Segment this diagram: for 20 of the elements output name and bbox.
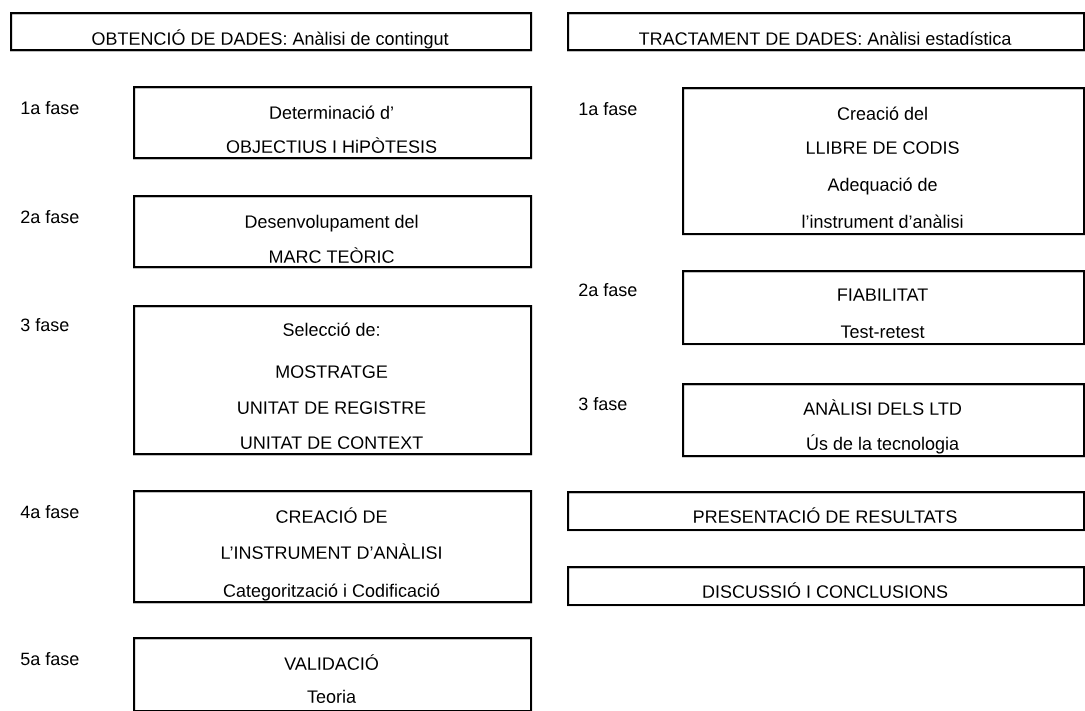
process-box: CREACIÓ DE L’INSTRUMENT D’ANÀLISI Categorització i Codificació: [133, 490, 533, 604]
process-box: DISCUSSIÓ I CONCLUSIONS: [567, 566, 1085, 607]
process-box: OBTENCIÓ DE DADES: Anàlisi de contingut: [10, 12, 533, 52]
phase-label: 1a fase: [21, 101, 79, 115]
process-box: Determinació d’ OBJECTIUS I HiPÒTESIS: [133, 86, 533, 160]
process-box: TRACTAMENT DE DADES: Anàlisi estadística: [567, 12, 1085, 52]
phase-label: 3 fase: [20, 318, 69, 332]
process-box: Desenvolupament del MARC TEÒRIC: [133, 195, 533, 269]
process-box: Creació del LLIBRE DE CODIS Adequació de l’instrument d’anàlisi: [682, 87, 1085, 236]
process-box: PRESENTACIÓ DE RESULTATS: [567, 491, 1085, 532]
phase-label: 5a fase: [21, 652, 79, 666]
phase-label: 1a fase: [579, 102, 637, 116]
process-box: FIABILITAT Test-retest: [682, 270, 1085, 346]
phase-label: 2a fase: [579, 283, 637, 297]
phase-label: 4a fase: [20, 505, 79, 519]
process-box: VALIDACIÓ Teoria: [133, 637, 533, 711]
process-box: Selecció de: MOSTRATGE UNITAT DE REGISTRE UNITAT DE CONTEXT: [133, 305, 533, 456]
process-box: ANÀLISI DELS LTD Ús de la tecnologia: [682, 383, 1085, 458]
phase-label: 3 fase: [578, 397, 627, 411]
phase-label: 2a fase: [21, 210, 79, 224]
